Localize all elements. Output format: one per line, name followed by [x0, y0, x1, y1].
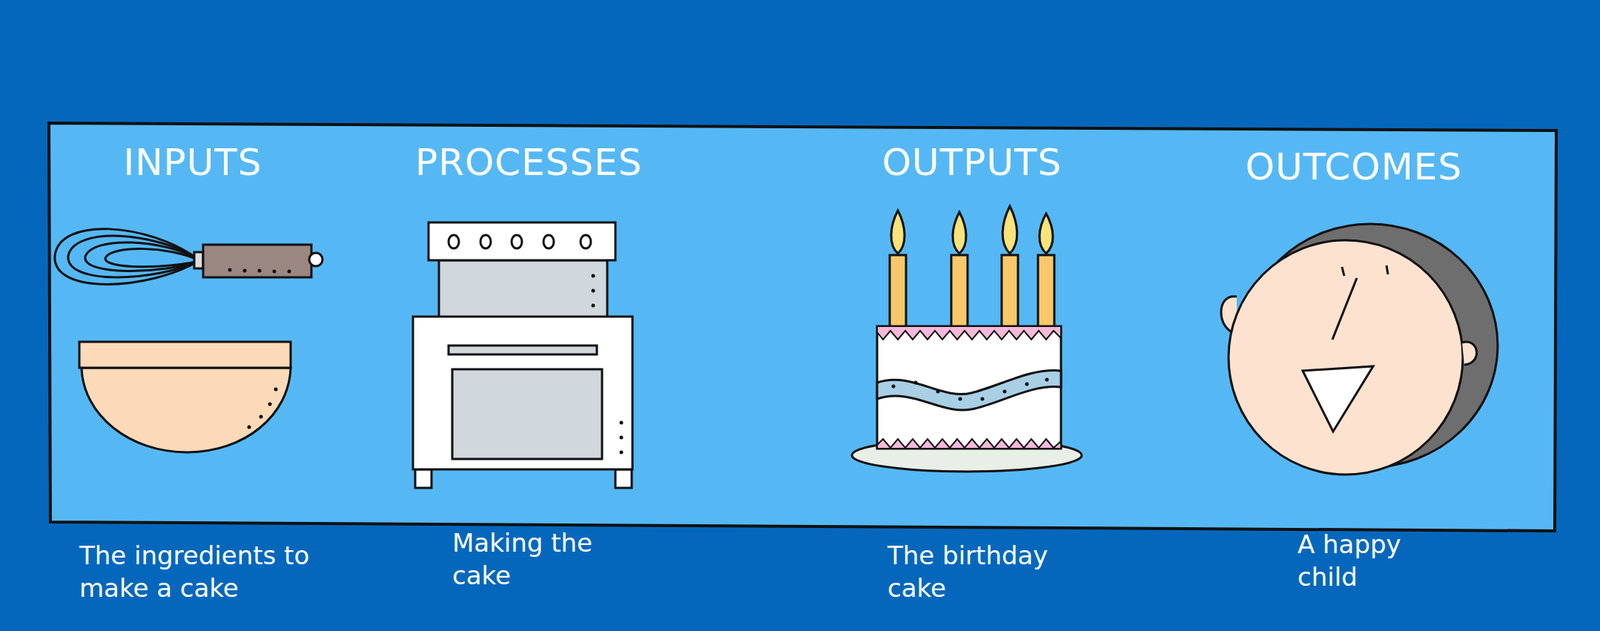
stage-column: OUTPUTS The birthday cake — [852, 140, 1092, 616]
stage-heading: INPUTS — [74, 140, 312, 184]
cake-body — [877, 326, 1061, 449]
dot — [287, 269, 292, 274]
eye — [1386, 265, 1388, 275]
frosting-top — [877, 326, 1061, 340]
bowl-body — [81, 367, 291, 453]
stove-leg — [415, 469, 432, 488]
stage-heading: OUTPUTS — [852, 140, 1092, 184]
whisk-handle — [203, 244, 312, 278]
whisk-wire — [54, 229, 199, 285]
whisk-collar — [194, 252, 204, 269]
ribbon-dots — [891, 378, 1050, 402]
stove-knob — [580, 235, 591, 249]
dot — [228, 268, 233, 273]
stove-dots — [591, 274, 624, 455]
oven-handle — [448, 345, 597, 355]
dot — [958, 397, 963, 402]
flame — [952, 212, 967, 254]
dot — [914, 381, 918, 385]
stove-backsplash — [438, 260, 608, 319]
stage-column: INPUTSThe ingredients to make a cake — [74, 140, 312, 616]
dot — [268, 402, 273, 407]
dot — [1003, 389, 1007, 394]
stove-knob — [480, 235, 491, 249]
bowl — [79, 341, 291, 453]
dot — [1045, 378, 1050, 382]
face — [1228, 240, 1463, 475]
flame — [1002, 206, 1018, 254]
stove-panel — [428, 222, 616, 261]
stove — [412, 222, 633, 488]
stage-column: OUTCOMES A happy child — [1223, 145, 1485, 620]
dot — [619, 435, 624, 440]
dot — [619, 450, 624, 455]
whisk-wire — [105, 249, 199, 267]
bowl-rim — [79, 341, 291, 368]
nose — [1332, 278, 1357, 340]
dot — [243, 269, 247, 273]
dot — [591, 303, 596, 308]
whisk-dots — [228, 268, 292, 274]
dot — [1025, 382, 1030, 387]
dot — [272, 269, 277, 274]
dot — [619, 421, 624, 425]
band — [48, 123, 1557, 531]
whisk-wire — [68, 235, 199, 278]
stage-caption: The ingredients to make a cake — [79, 539, 317, 605]
dot — [259, 415, 264, 419]
stage-heading: PROCESSES — [415, 140, 631, 184]
cake — [851, 206, 1082, 472]
eye — [1341, 266, 1345, 276]
stove-body — [412, 316, 633, 470]
bowl-dots — [247, 387, 279, 430]
dot — [591, 274, 596, 279]
stage-caption: A happy child — [1297, 527, 1446, 594]
stage-caption: Making the cake — [452, 526, 623, 592]
stove-knob — [543, 235, 554, 249]
stove-knob — [448, 235, 459, 249]
whisk — [54, 229, 323, 285]
whisk-wire — [85, 242, 199, 272]
ear — [1462, 341, 1477, 365]
candle — [1001, 255, 1018, 331]
stage-column: PROCESSES Making the cake — [415, 140, 631, 616]
candle — [1037, 255, 1055, 331]
frosting-bottom — [877, 438, 1061, 449]
cake-ribbon — [877, 370, 1061, 411]
child-face — [1221, 223, 1498, 475]
stage-heading: OUTCOMES — [1223, 145, 1485, 189]
candle — [889, 255, 907, 331]
dot — [591, 289, 596, 293]
dot — [980, 397, 985, 402]
dot — [247, 425, 252, 430]
candle — [951, 255, 968, 331]
oven-window — [452, 369, 603, 459]
whisk-knob — [309, 252, 323, 267]
dot — [891, 384, 896, 389]
stove-leg — [615, 469, 632, 488]
dot — [258, 269, 262, 273]
dot — [936, 389, 941, 394]
stove-knob — [511, 235, 522, 249]
flame — [1039, 213, 1053, 254]
mouth — [1302, 366, 1374, 432]
stage-caption: The birthday cake — [887, 539, 1088, 605]
dot — [274, 387, 279, 392]
flame — [891, 210, 905, 254]
